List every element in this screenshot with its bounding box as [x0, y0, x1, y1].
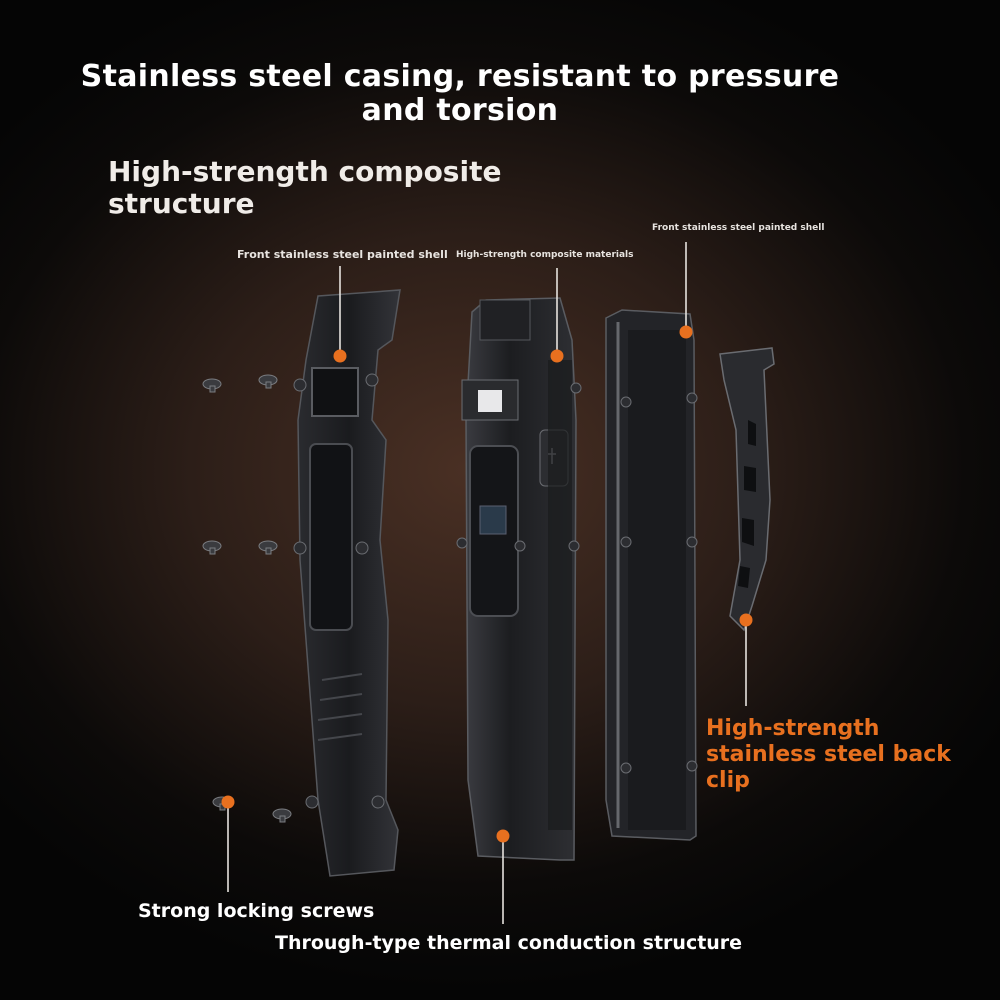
callout-leader-lines	[227, 242, 747, 924]
locking-screws	[202, 374, 292, 823]
front-shell-right-part	[605, 309, 698, 841]
marker-front-shell-left	[333, 349, 347, 363]
subheadline: High-strength composite structure	[108, 155, 502, 220]
back-clip-part	[719, 347, 775, 632]
marker-thermal-structure	[496, 829, 510, 843]
callout-composite-materials: High-strength composite materials	[456, 250, 634, 260]
marker-front-shell-right	[679, 325, 693, 339]
callout-markers	[221, 325, 753, 843]
callout-back-clip: High-strength stainless steel back clip	[706, 716, 951, 793]
callout-front-shell-right: Front stainless steel painted shell	[652, 223, 825, 233]
callout-locking-screws: Strong locking screws	[138, 900, 375, 922]
headline: Stainless steel casing, resistant to pre…	[80, 59, 840, 128]
marker-back-clip	[739, 613, 753, 627]
callout-front-shell-left: Front stainless steel painted shell	[237, 248, 448, 261]
front-shell-left-part	[293, 289, 401, 877]
marker-locking-screws	[221, 795, 235, 809]
marker-composite-materials	[550, 349, 564, 363]
composite-core-part	[456, 297, 582, 861]
callout-thermal-structure: Through-type thermal conduction structur…	[275, 932, 743, 954]
